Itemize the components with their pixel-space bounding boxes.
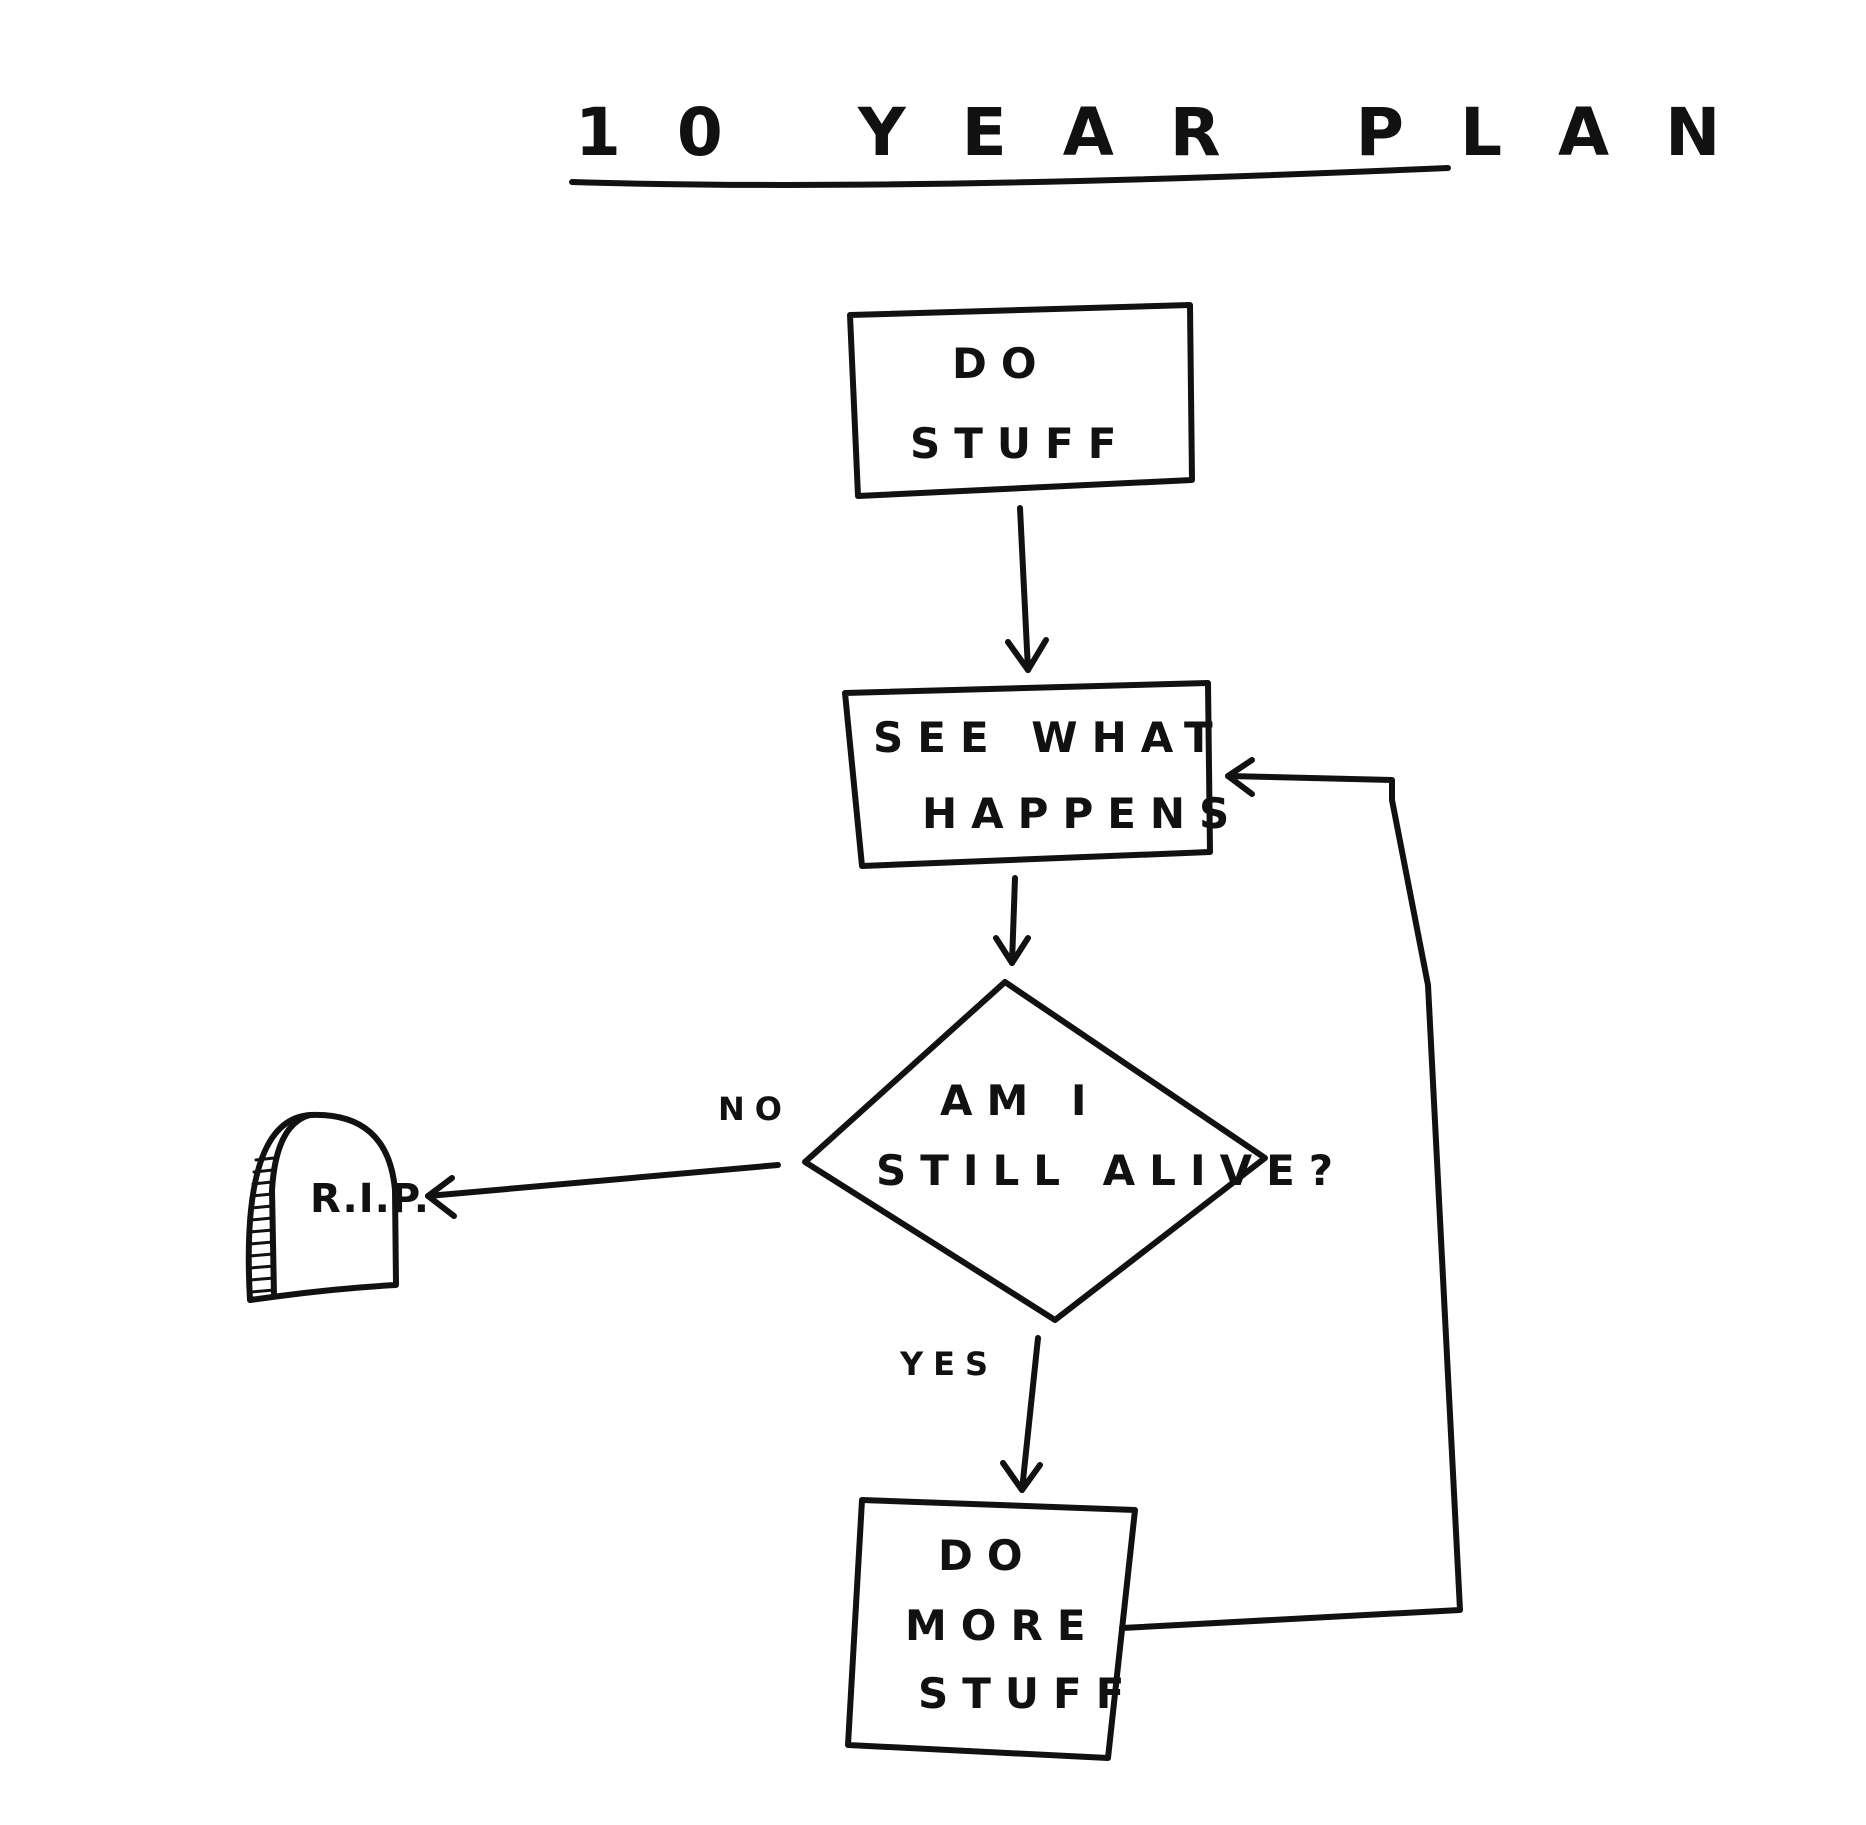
arrowhead-to-decision <box>993 935 1031 966</box>
box-do-stuff <box>847 302 1195 499</box>
tombstone-edge <box>269 1112 313 1299</box>
box-do-more-stuff-line2: MORE <box>905 1601 1100 1650</box>
page-title: 10 YEAR PLAN <box>575 94 1776 171</box>
arrow-to-decision <box>1009 875 1018 966</box>
arrow-to-see-what-happens <box>1017 505 1031 673</box>
arrow-yes-branch <box>1019 1335 1041 1493</box>
yes-branch-label: YES <box>899 1345 998 1383</box>
arrow-loop-back <box>1119 773 1463 1631</box>
arrowhead-loop-back <box>1225 757 1255 797</box>
title-underline <box>569 165 1451 188</box>
box-do-more-stuff-line1: DO <box>938 1531 1037 1580</box>
arrowhead-no-branch <box>425 1175 457 1219</box>
arrowhead-to-see-what-happens <box>1005 637 1049 673</box>
decision-line1: AM I <box>940 1076 1101 1125</box>
decision-diamond <box>802 979 1268 1323</box>
decision-line2: STILL ALIVE? <box>876 1146 1347 1195</box>
box-do-more-stuff <box>845 1497 1138 1761</box>
arrow-no-branch <box>425 1162 781 1199</box>
tombstone: R.I.P. <box>245 1111 430 1303</box>
box-do-stuff-line2: STUFF <box>910 419 1130 468</box>
tombstone-outline <box>245 1111 399 1303</box>
tombstone-text: R.I.P. <box>310 1176 430 1222</box>
arrowhead-yes-branch <box>1000 1460 1043 1493</box>
tombstone-shading <box>248 1156 276 1294</box>
box-see-what-happens-line2: HAPPENS <box>922 789 1243 838</box>
box-see-what-happens-line1: SEE WHAT <box>873 713 1227 762</box>
box-do-more-stuff-line3: STUFF <box>918 1669 1138 1718</box>
box-see-what-happens <box>842 680 1213 869</box>
no-branch-label: NO <box>718 1090 792 1128</box>
box-do-stuff-line1: DO <box>952 339 1051 388</box>
